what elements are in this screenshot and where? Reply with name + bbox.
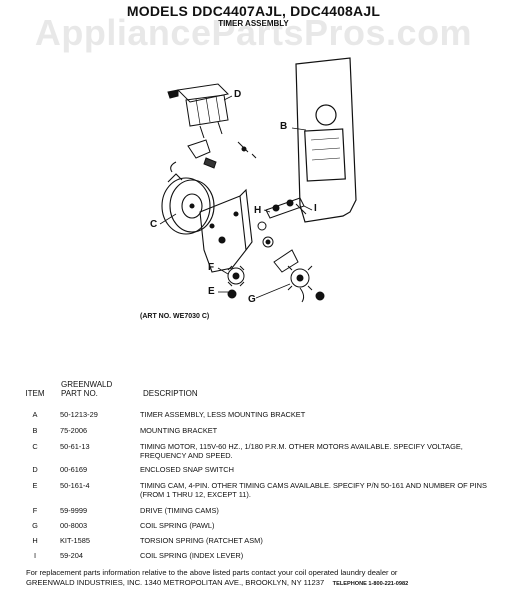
row-description: COIL SPRING (INDEX LEVER) bbox=[140, 551, 244, 560]
footer-address: GREENWALD INDUSTRIES, INC. 1340 METROPOL… bbox=[26, 578, 325, 587]
row-item: C bbox=[32, 442, 38, 451]
row-part-number: 59-204 bbox=[60, 551, 84, 560]
snap-switch-drawing bbox=[167, 83, 230, 169]
row-description: TIMING MOTOR, 115V-60 HZ., 1/180 P.R.M. … bbox=[140, 442, 463, 460]
row-description: COIL SPRING (PAWL) bbox=[140, 521, 215, 530]
row-item: D bbox=[32, 465, 38, 474]
callout-e: E bbox=[208, 286, 215, 297]
mounting-bracket-drawing bbox=[295, 57, 357, 223]
row-part-number: 50-61-13 bbox=[60, 442, 90, 451]
header-part-top: GREENWALD bbox=[61, 380, 113, 389]
timing-motor-drawing bbox=[161, 161, 215, 235]
row-part-number: KIT-1585 bbox=[60, 536, 90, 545]
row-part-number: 50-1213-29 bbox=[60, 410, 98, 419]
callout-d: D bbox=[234, 89, 242, 100]
row-description: TORSION SPRING (RATCHET ASM) bbox=[140, 536, 263, 545]
header-item: ITEM bbox=[25, 389, 45, 398]
row-description: TIMING CAM, 4-PIN. OTHER TIMING CAMS AVA… bbox=[140, 481, 487, 499]
cam-gear-drawing bbox=[227, 265, 245, 299]
row-item: B bbox=[32, 426, 38, 435]
leader-lines bbox=[159, 95, 313, 299]
callout-i: I bbox=[314, 203, 317, 214]
row-item: F bbox=[32, 506, 38, 515]
page-title: MODELS DDC4407AJL, DDC4408AJL bbox=[126, 3, 381, 19]
screw-hardware-drawing bbox=[237, 141, 257, 159]
row-part-number: 00-6169 bbox=[60, 465, 88, 474]
row-description: MOUNTING BRACKET bbox=[140, 426, 218, 435]
footer-telephone: TELEPHONE 1-800-221-0982 bbox=[332, 581, 409, 587]
pawl-spring-drawing bbox=[273, 249, 325, 303]
row-description: ENCLOSED SNAP SWITCH bbox=[140, 465, 234, 474]
page-subtitle: TIMER ASSEMBLY bbox=[218, 19, 289, 28]
row-part-number: 59-9999 bbox=[60, 506, 88, 515]
callout-g: G bbox=[248, 294, 256, 305]
row-part-number: 75-2006 bbox=[60, 426, 88, 435]
row-item: H bbox=[32, 536, 38, 545]
header-part-bottom: PART NO. bbox=[61, 389, 98, 398]
header-description: DESCRIPTION bbox=[143, 389, 198, 398]
footer-line-2: GREENWALD INDUSTRIES, INC. 1340 METROPOL… bbox=[26, 578, 496, 589]
callout-h: H bbox=[254, 205, 262, 216]
footer-note: For replacement parts information relati… bbox=[26, 568, 496, 589]
row-part-number: 00-8003 bbox=[60, 521, 88, 530]
row-description: DRIVE (TIMING CAMS) bbox=[140, 506, 219, 515]
row-part-number: 50-161-4 bbox=[60, 481, 90, 490]
row-item: G bbox=[32, 521, 38, 530]
callout-f: F bbox=[208, 262, 215, 273]
ratchet-assembly-drawing bbox=[257, 197, 307, 248]
row-item: I bbox=[33, 551, 37, 560]
row-item: A bbox=[32, 410, 38, 419]
row-description: TIMER ASSEMBLY, LESS MOUNTING BRACKET bbox=[140, 410, 306, 419]
art-number: (ART NO. WE7030 C) bbox=[140, 313, 210, 320]
callout-c: C bbox=[150, 219, 158, 230]
watermark: AppliancePartsPros.com bbox=[34, 12, 473, 53]
callout-b: B bbox=[280, 121, 288, 132]
timer-frame-drawing bbox=[199, 188, 253, 273]
row-item: E bbox=[32, 481, 38, 490]
exploded-parts-diagram bbox=[159, 57, 357, 303]
footer-line-1: For replacement parts information relati… bbox=[26, 568, 398, 577]
